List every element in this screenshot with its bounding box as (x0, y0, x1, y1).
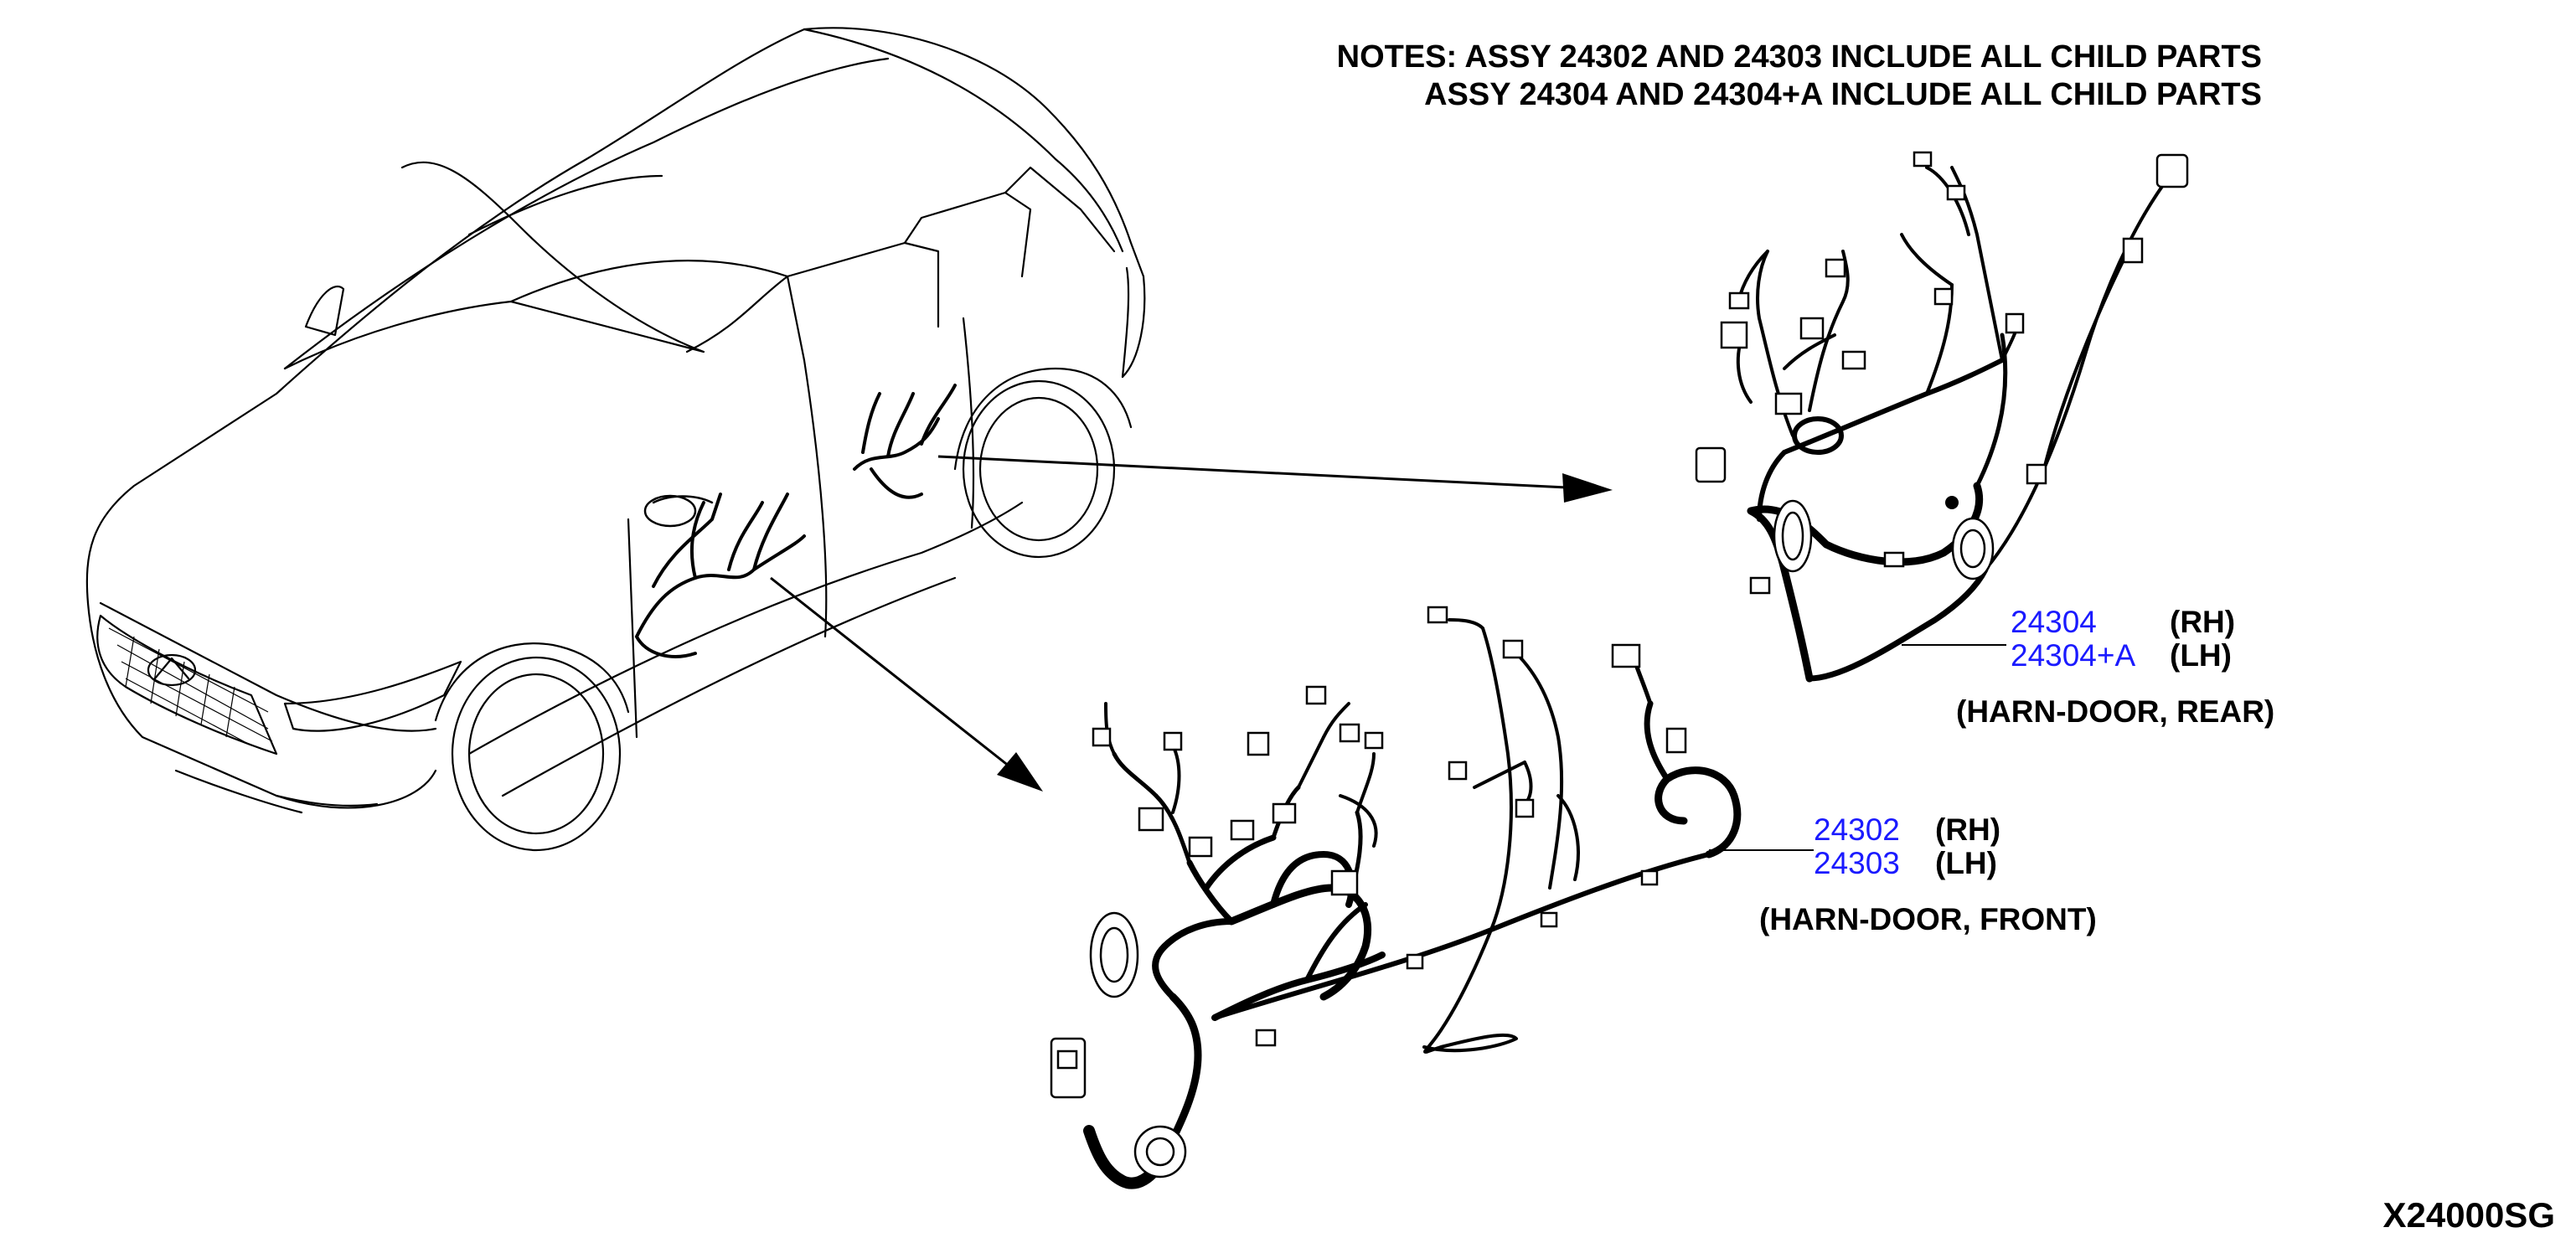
brand-emblem (147, 653, 197, 687)
rear-harness-caption: (HARN-DOOR, REAR) (1956, 694, 2274, 729)
rear-rh-side-label: (RH) (2170, 605, 2235, 639)
front-door-harness (1050, 606, 1814, 1189)
rear-rh-part-number[interactable]: 24304 (2011, 605, 2097, 639)
diagram-code: X24000SG (2383, 1195, 2556, 1235)
vehicle-illustration (85, 27, 1146, 852)
arrow-to-rear-harness (937, 455, 1613, 503)
rear-door-harness-sketch (853, 384, 957, 499)
front-harness-caption: (HARN-DOOR, FRONT) (1759, 902, 2097, 936)
rear-lh-side-label: (LH) (2170, 638, 2232, 673)
front-rh-side-label: (RH) (1935, 812, 2000, 847)
front-lh-part-number[interactable]: 24303 (1814, 846, 1900, 880)
rear-lh-part-number[interactable]: 24304+A (2011, 638, 2135, 673)
note-line-2: ASSY 24304 AND 24304+A INCLUDE ALL CHILD… (1424, 77, 2262, 112)
front-lh-side-label: (LH) (1935, 846, 1997, 880)
front-door-harness-sketch (635, 493, 806, 658)
grille-mesh (108, 627, 273, 746)
arrow-to-front-harness (770, 576, 1043, 792)
rear-door-harness (1695, 151, 2189, 683)
front-rh-part-number[interactable]: 24302 (1814, 812, 1900, 847)
note-line-1: NOTES: ASSY 24302 AND 24303 INCLUDE ALL … (1337, 39, 2262, 75)
